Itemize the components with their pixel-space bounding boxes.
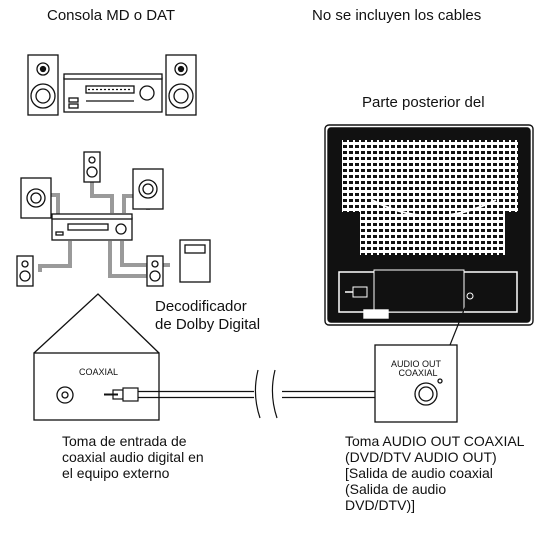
tv-audio-out-panel xyxy=(374,344,458,423)
external-jack-label: COAXIAL xyxy=(79,367,118,377)
rear-right-speaker xyxy=(146,255,164,287)
external-input-caption: Toma de entrada de coaxial audio digital… xyxy=(62,433,204,481)
md-dat-console xyxy=(27,54,197,116)
tv-jack-label-line1: AUDIO OUT xyxy=(391,359,442,369)
tv-jack-label-line2: COAXIAL xyxy=(398,368,437,378)
av-receiver xyxy=(51,213,133,241)
callout-wedge xyxy=(33,293,160,354)
surround-system xyxy=(16,151,211,287)
left-hifi-speaker xyxy=(27,54,59,116)
front-right-speaker xyxy=(132,168,164,210)
right-hifi-speaker xyxy=(165,54,197,116)
tv-output-caption: Toma AUDIO OUT COAXIAL (DVD/DTV AUDIO OU… xyxy=(345,433,525,513)
md-console-label: Consola MD o DAT xyxy=(47,7,176,24)
tv-rear-label: Parte posterior del xyxy=(362,94,485,111)
hifi-amplifier xyxy=(63,73,163,113)
dolby-digital-decoder xyxy=(179,239,211,283)
external-input-panel xyxy=(33,352,160,421)
cables-note: No se incluyen los cables xyxy=(312,7,482,24)
front-left-speaker xyxy=(20,177,52,219)
rear-left-speaker xyxy=(16,255,34,287)
jack-pointer-line xyxy=(449,299,469,346)
decoder-label: Decodificador de Dolby Digital xyxy=(155,298,261,333)
center-speaker xyxy=(83,151,101,183)
tv-rear xyxy=(324,124,534,326)
